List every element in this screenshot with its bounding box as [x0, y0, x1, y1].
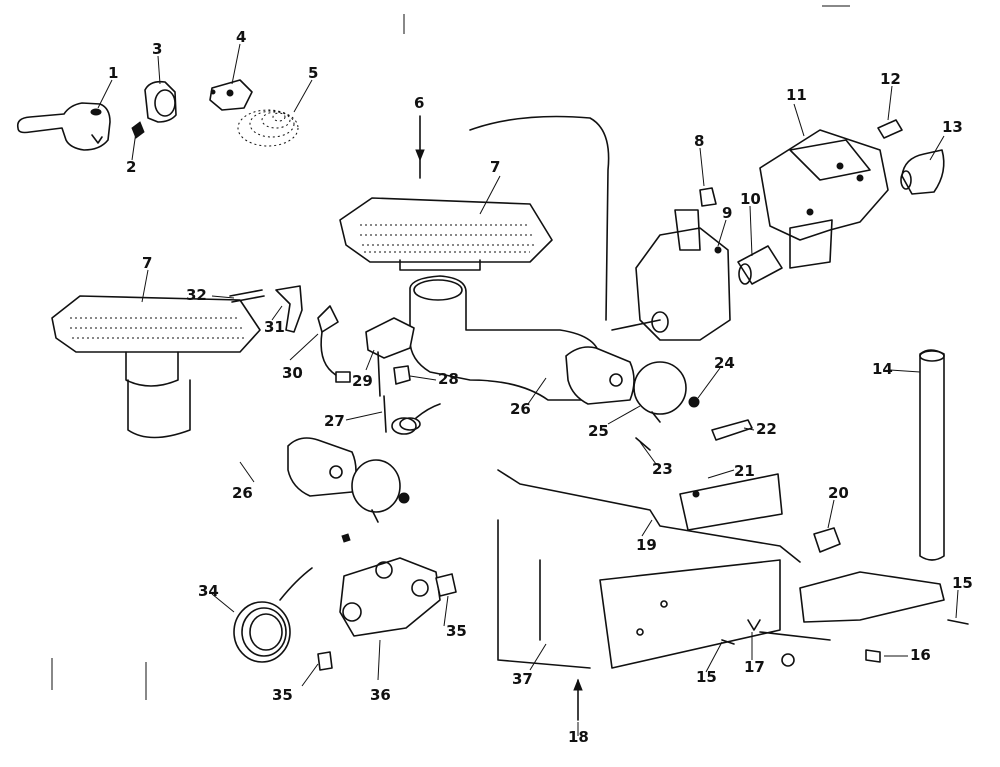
label-27: 27 [324, 412, 345, 430]
label-6: 6 [414, 94, 424, 112]
part-24-nut [688, 396, 700, 408]
part-1-valve-key [16, 102, 111, 151]
label-35-right: 35 [446, 622, 467, 640]
label-30: 30 [282, 364, 303, 382]
part-27-thermocouple [383, 395, 441, 435]
part-23-screw [635, 437, 651, 451]
part-29-pilot-bracket [365, 317, 415, 397]
label-23: 23 [652, 460, 673, 478]
part-6-screw [415, 115, 425, 179]
label-22: 22 [756, 420, 777, 438]
label-13: 13 [942, 118, 963, 136]
label-12: 12 [880, 70, 901, 88]
label-14: 14 [872, 360, 893, 378]
label-20: 20 [828, 484, 849, 502]
part-31-bracket [275, 285, 303, 333]
part-12-fitting [877, 119, 903, 139]
part-4-fitting [209, 79, 253, 111]
part-22-bracket [711, 419, 753, 441]
part-26-air-shutter-upper [565, 346, 635, 405]
part-30-pilot-burner [317, 305, 351, 383]
label-19: 19 [636, 536, 657, 554]
label-2: 2 [126, 158, 136, 176]
label-31: 31 [264, 318, 285, 336]
part-32-bracket-clip [229, 289, 265, 303]
label-29: 29 [352, 372, 373, 390]
supply-tube [611, 319, 661, 331]
part-7-burner-grille-upper [339, 197, 553, 271]
part-34-pilot-tube-coil [233, 567, 313, 663]
part-19-control-shelf [497, 469, 801, 563]
label-7-lower: 7 [142, 254, 152, 272]
label-5: 5 [308, 64, 318, 82]
label-26-upper: 26 [510, 400, 531, 418]
label-25: 25 [588, 422, 609, 440]
part-2-screw [131, 121, 145, 139]
label-11: 11 [786, 86, 807, 104]
leader-lines [97, 43, 959, 736]
part-17-clip [747, 619, 761, 631]
part-10-nipple [737, 245, 783, 285]
label-9: 9 [722, 204, 732, 222]
label-21: 21 [734, 462, 755, 480]
part-15-screw [721, 619, 969, 645]
label-7-upper: 7 [490, 158, 500, 176]
label-16: 16 [910, 646, 931, 664]
part-37-cabinet [497, 519, 781, 669]
part-13-elbow [900, 149, 945, 195]
part-14-vent-tube [919, 349, 945, 561]
part-5-spring [237, 109, 299, 147]
label-32: 32 [186, 286, 207, 304]
part-8-plug [699, 187, 717, 207]
part-3-knob [144, 80, 177, 123]
part-9-valve-body [635, 209, 731, 341]
label-35-left: 35 [272, 686, 293, 704]
label-24: 24 [714, 354, 735, 372]
label-37: 37 [512, 670, 533, 688]
label-15-bottom: 15 [696, 668, 717, 686]
part-20-knob [813, 527, 841, 553]
label-3: 3 [152, 40, 162, 58]
label-15-right: 15 [952, 574, 973, 592]
label-17: 17 [744, 658, 765, 676]
label-26-lower: 26 [232, 484, 253, 502]
scan-marks [51, 5, 850, 700]
part-16-lower-bracket [759, 571, 945, 667]
label-8: 8 [694, 132, 704, 150]
label-36: 36 [370, 686, 391, 704]
label-1: 1 [108, 64, 118, 82]
part-number-labels: 1 2 3 4 5 6 7 7 8 9 10 11 12 13 14 15 15… [108, 28, 973, 746]
part-21-support-plate [679, 473, 783, 531]
part-28-orifice [393, 365, 411, 385]
label-34: 34 [198, 582, 219, 600]
part-35-fitting [317, 573, 457, 671]
part-18-screw [573, 678, 583, 721]
label-28: 28 [438, 370, 459, 388]
label-4: 4 [236, 28, 246, 46]
label-18: 18 [568, 728, 589, 746]
part-25-shutter-cap [633, 361, 687, 423]
part-36-pilot-valve [339, 557, 441, 637]
label-10: 10 [740, 190, 761, 208]
part-7-burner-grille-lower [51, 295, 261, 439]
part-11-gas-control [759, 129, 889, 269]
part-26-air-shutter-lower [287, 437, 410, 543]
